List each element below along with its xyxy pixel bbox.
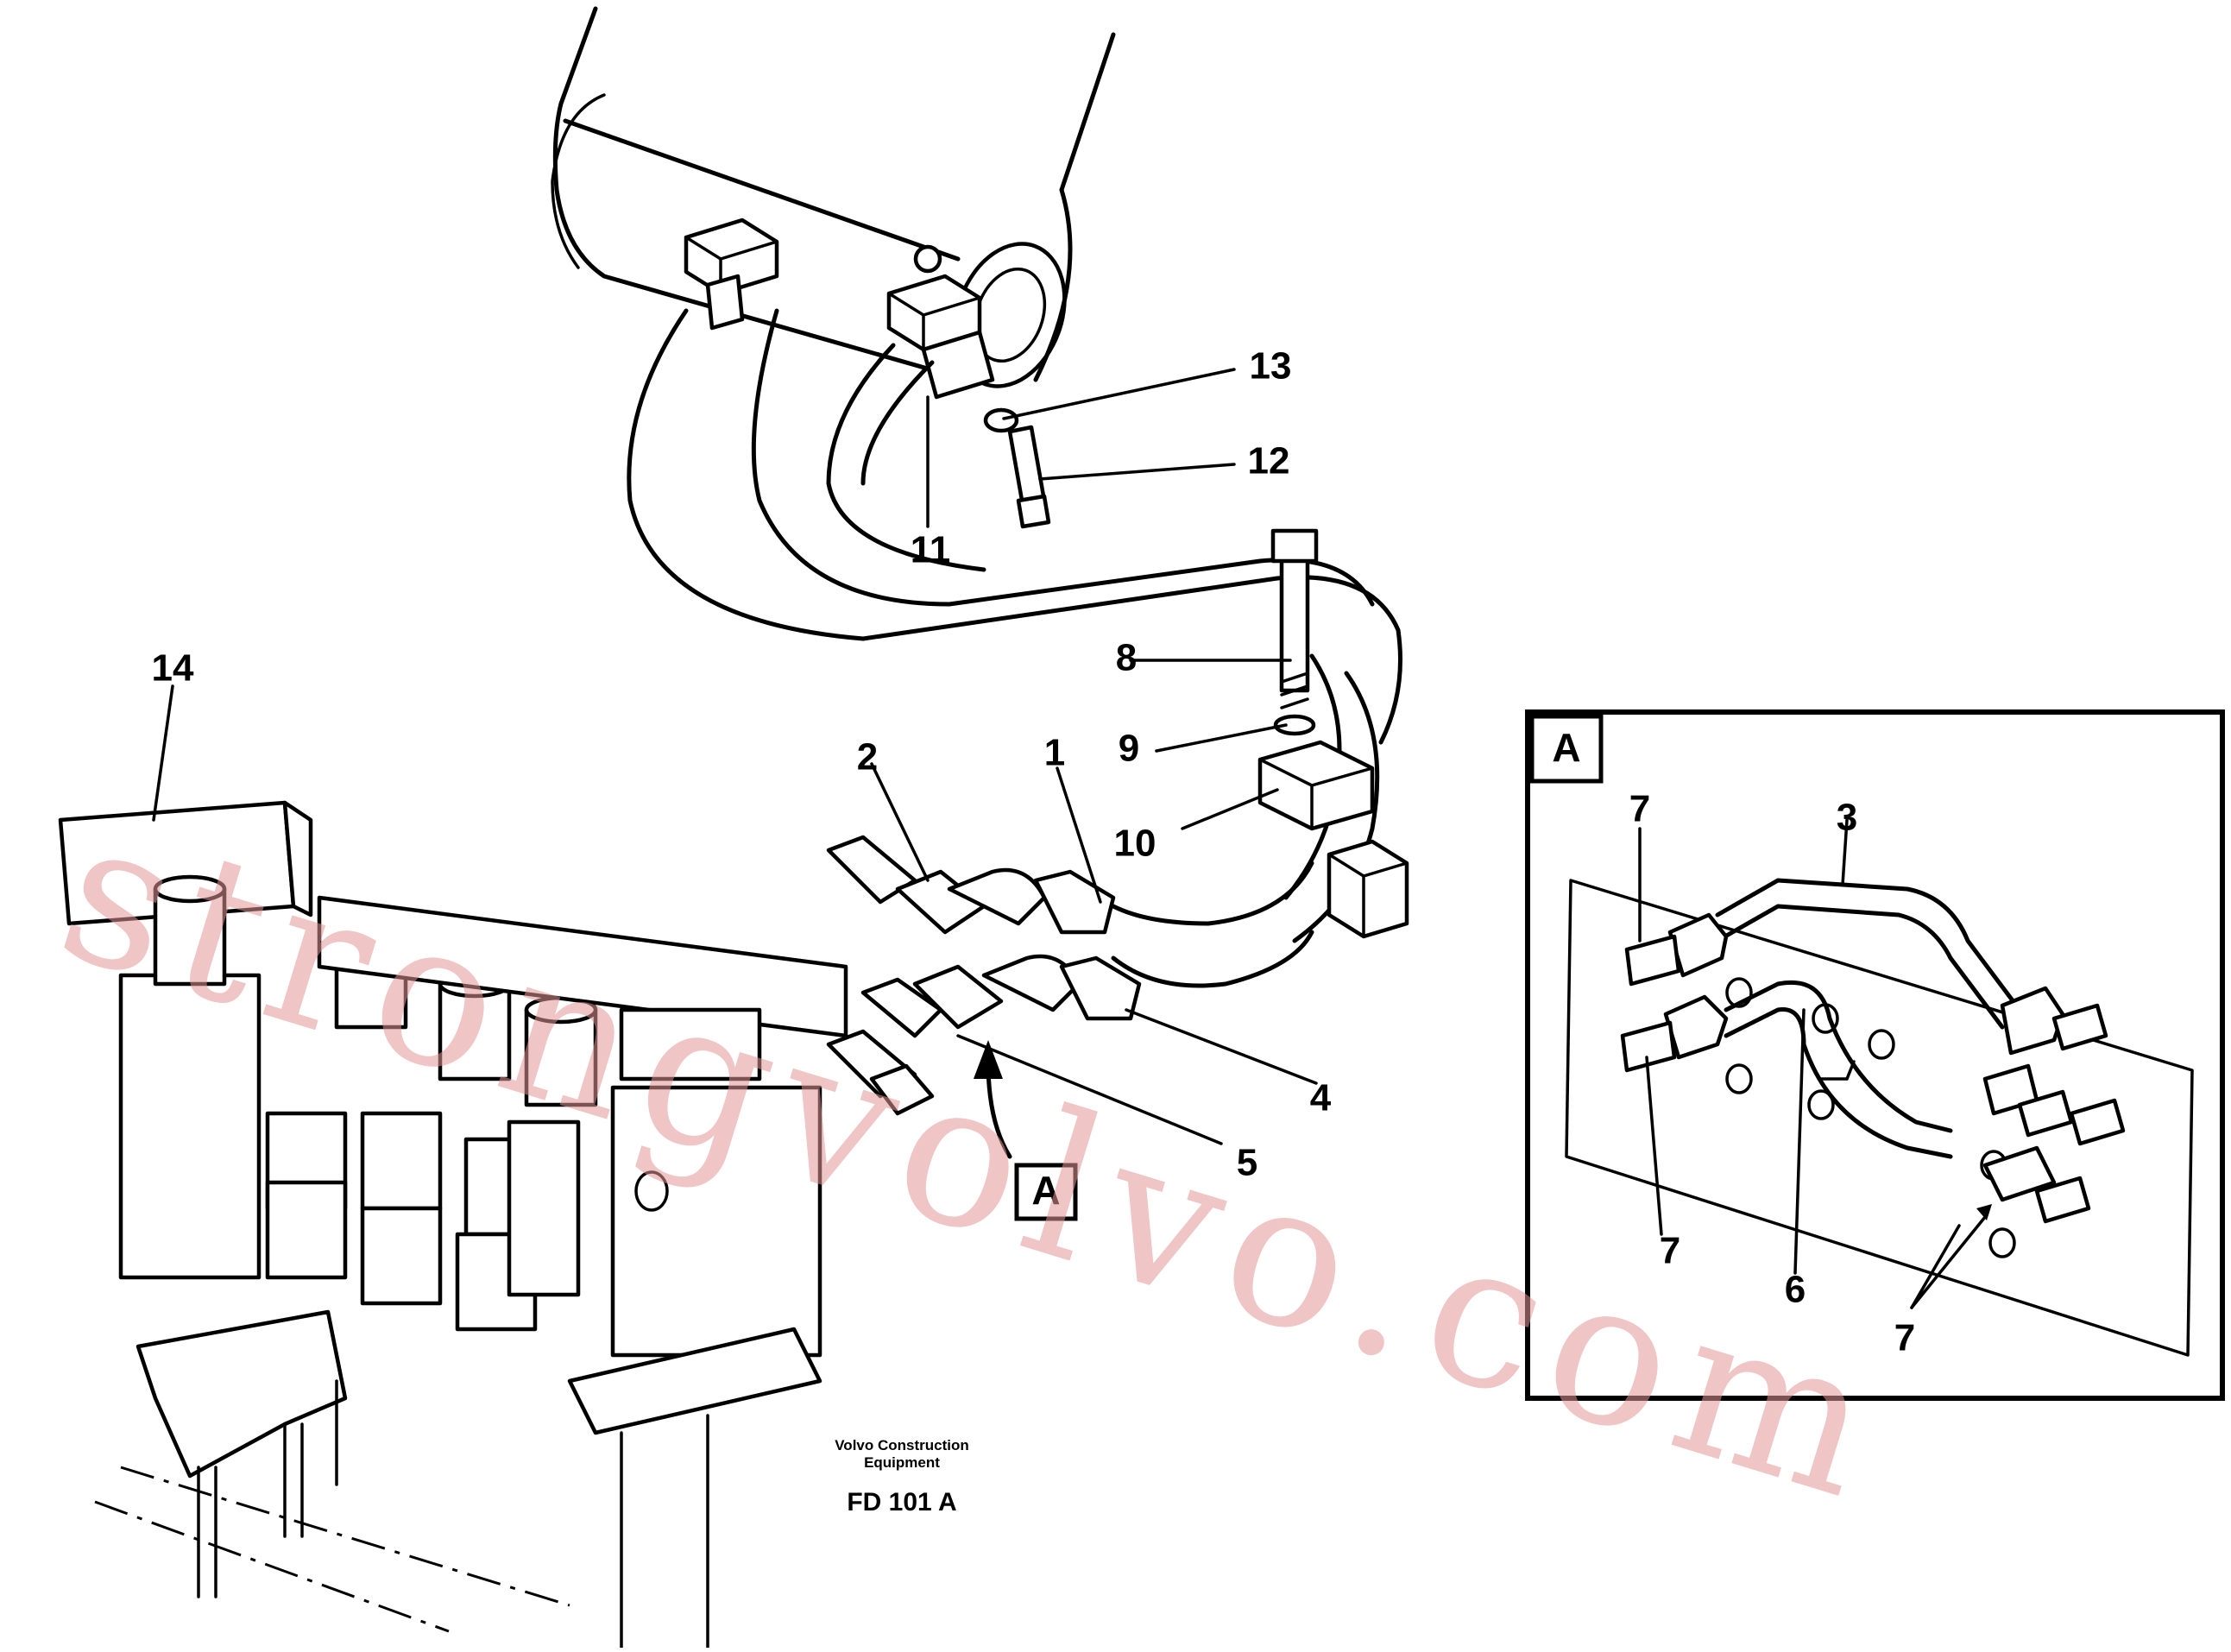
hose-lines — [627, 308, 1402, 988]
callout-4: 4 — [1310, 1077, 1332, 1119]
callout-2: 2 — [857, 736, 878, 779]
callout-14: 14 — [152, 647, 194, 690]
callout-11: 11 — [911, 529, 951, 571]
bolt-8 — [1270, 528, 1319, 709]
detail-view-label: A — [1552, 725, 1580, 770]
detail-callout-6: 6 — [1785, 1269, 1806, 1311]
boom-clamp-right — [886, 244, 995, 400]
detail-callout-3: 3 — [1837, 797, 1857, 839]
boom-clamp-left — [684, 218, 779, 331]
clamp-10 — [1257, 740, 1409, 939]
view-marker-label: A — [1031, 1168, 1060, 1213]
callout-8: 8 — [1116, 637, 1137, 679]
callout-1: 1 — [1044, 732, 1065, 774]
figure-code: FD 101 A — [847, 1488, 956, 1516]
washer-13 — [983, 407, 1019, 433]
callout-10: 10 — [1114, 823, 1156, 865]
bolt-12 — [1007, 425, 1051, 529]
callout-12: 12 — [1248, 440, 1290, 482]
detail-view-a — [1525, 709, 2225, 1401]
caption: Volvo Construction Equipment FD 101 A — [835, 1437, 969, 1516]
washer-9 — [1273, 714, 1316, 736]
callout-5: 5 — [1237, 1142, 1257, 1184]
detail-callout-7-left: 7 — [1660, 1230, 1680, 1272]
view-marker-a — [974, 1040, 1078, 1221]
hose-fittings — [826, 835, 1142, 1116]
leader-lines — [152, 368, 1992, 1309]
callout-13: 13 — [1250, 345, 1292, 388]
caption-company: Volvo Construction — [835, 1437, 969, 1453]
boom-tube — [551, 6, 1116, 388]
detail-callout-7-top: 7 — [1629, 788, 1650, 830]
callout-9: 9 — [1119, 728, 1139, 770]
callout-numbers: 1 2 4 5 8 9 10 11 12 13 14 3 6 7 7 7 A A — [152, 345, 1916, 1359]
caption-company-line2: Equipment — [864, 1454, 940, 1471]
control-valve-block — [58, 800, 848, 1649]
detail-callout-7-bottom: 7 — [1894, 1317, 1915, 1359]
